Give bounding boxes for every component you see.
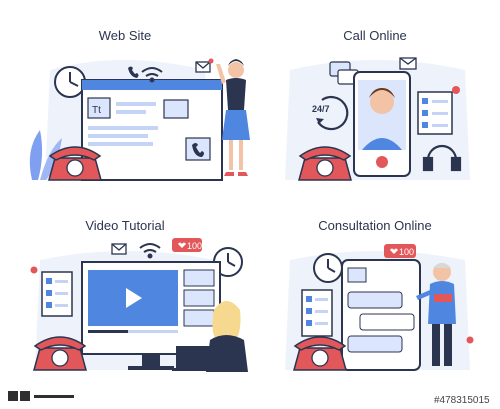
woman-figure <box>216 59 250 176</box>
likes-badge <box>384 244 416 258</box>
checklist-icon <box>41 271 73 317</box>
rotary-phone-icon <box>48 146 102 181</box>
panel-consultation-online: Consultation Online 100 <box>250 200 500 390</box>
panel-title: Video Tutorial <box>85 218 165 233</box>
close-icon <box>30 266 38 274</box>
clock-icon <box>54 66 86 98</box>
panel-web-site: Web Site Tt <box>0 10 250 200</box>
likes-count: 100 <box>399 247 414 257</box>
close-icon <box>452 86 460 94</box>
consultant-figure <box>416 263 456 366</box>
close-icon <box>466 336 474 344</box>
wifi-icon <box>141 67 163 83</box>
panel-call-online: Call Online 24/7 <box>250 10 500 200</box>
mail-icon <box>195 58 214 73</box>
video-call-screen <box>353 71 411 177</box>
rotary-phone-icon <box>33 336 87 371</box>
chat-screen <box>341 259 421 371</box>
likes-count: 100 <box>187 241 202 251</box>
phone-icon <box>128 66 139 78</box>
rotary-phone-icon <box>293 336 347 371</box>
panel-title: Web Site <box>98 28 152 43</box>
panel-video-tutorial: Video Tutorial 100 <box>0 200 250 390</box>
badge-247: 24/7 <box>312 104 330 114</box>
checklist-icon <box>301 289 333 337</box>
clock-icon <box>313 253 343 283</box>
rotary-phone-icon <box>298 146 352 181</box>
stock-watermark-strip <box>0 381 500 409</box>
refresh-247-icon <box>316 95 349 131</box>
panel-title: Consultation Online <box>318 218 432 233</box>
stock-id: #478315015 <box>434 395 490 406</box>
stock-logo-icon <box>8 389 78 406</box>
woman-with-laptop <box>172 301 248 372</box>
text-tool-label: Tt <box>92 105 101 116</box>
wifi-icon <box>139 243 161 259</box>
mail-icon <box>111 243 127 255</box>
likes-badge <box>172 238 202 252</box>
headset-icon <box>422 144 462 172</box>
plant-icon <box>29 130 62 180</box>
browser-window <box>81 79 223 181</box>
checklist-icon <box>417 91 453 135</box>
video-player-monitor <box>81 261 221 370</box>
mail-icon <box>399 57 417 70</box>
panel-title: Call Online <box>343 28 407 43</box>
